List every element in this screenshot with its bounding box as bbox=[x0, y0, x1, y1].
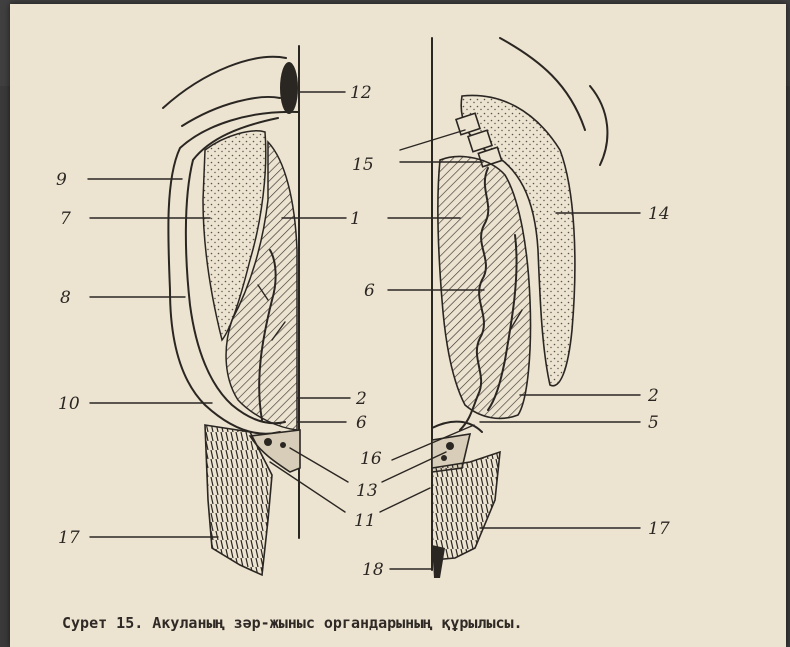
right-kidney-1 bbox=[438, 156, 531, 418]
label-6-left: 6 bbox=[356, 413, 367, 433]
label-17-left: 17 bbox=[58, 528, 80, 548]
label-17-right: 17 bbox=[648, 519, 670, 539]
label-10: 10 bbox=[58, 394, 80, 414]
right-body-curve-outer bbox=[590, 86, 607, 165]
label-15: 15 bbox=[352, 155, 374, 175]
label-14: 14 bbox=[648, 204, 670, 224]
label-5: 5 bbox=[648, 413, 659, 433]
label-2-left: 2 bbox=[355, 389, 367, 409]
label-1: 1 bbox=[350, 209, 361, 229]
right-tissue-17 bbox=[432, 452, 500, 560]
label-12: 12 bbox=[350, 83, 372, 103]
right-cloaca-opening-2 bbox=[441, 455, 447, 461]
label-13: 13 bbox=[356, 481, 378, 501]
right-clasper-18 bbox=[432, 545, 445, 578]
organ-12-gland bbox=[280, 62, 298, 114]
label-2-right: 2 bbox=[647, 386, 659, 406]
label-6-right: 6 bbox=[364, 281, 375, 301]
left-body-curve bbox=[163, 57, 286, 108]
right-cloaca-opening bbox=[446, 442, 454, 450]
left-cloaca-opening-2 bbox=[280, 442, 286, 448]
label-16: 16 bbox=[360, 449, 382, 469]
label-9: 9 bbox=[56, 170, 67, 190]
label-11: 11 bbox=[354, 511, 376, 531]
label-18: 18 bbox=[362, 560, 384, 580]
label-8: 8 bbox=[60, 288, 71, 308]
left-cloaca-opening bbox=[264, 438, 272, 446]
right-cloaca-rim bbox=[432, 422, 482, 432]
label-7: 7 bbox=[60, 209, 71, 229]
figure-caption: Сурет 15. Акуланың зәр-жыныс органдарыны… bbox=[62, 614, 523, 632]
